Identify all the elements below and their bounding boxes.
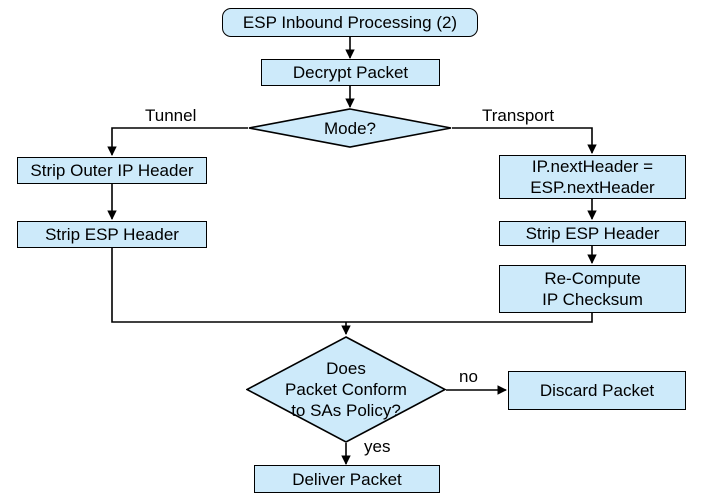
node-ip-nextheader-assign[interactable]: IP.nextHeader = ESP.nextHeader <box>499 155 686 199</box>
node-conform-decision[interactable]: Does Packet Conform to SAs Policy? <box>246 336 446 443</box>
edge-left-merge <box>111 248 346 323</box>
edge-label-transport: Transport <box>482 106 555 125</box>
node-strip-outer-ip-header[interactable]: Strip Outer IP Header <box>17 157 207 184</box>
node-conform-label: Does Packet Conform to SAs Policy? <box>285 359 407 420</box>
edge-right-merge <box>346 313 593 323</box>
edge-label-tunnel: Tunnel <box>145 106 197 125</box>
node-strip-esp-header-right[interactable]: Strip ESP Header <box>499 221 686 246</box>
edge-label-yes: yes <box>364 437 391 456</box>
node-start-terminator[interactable]: ESP Inbound Processing (2) <box>222 8 478 37</box>
mode-diamond-shape <box>248 108 452 148</box>
node-mode-label: Mode? <box>324 118 376 138</box>
node-strip-esp-header-left[interactable]: Strip ESP Header <box>17 221 207 248</box>
node-decrypt-packet[interactable]: Decrypt Packet <box>261 59 440 86</box>
node-mode-decision[interactable]: Mode? <box>248 108 452 148</box>
edge-mode-transport <box>452 127 597 154</box>
node-discard-packet[interactable]: Discard Packet <box>508 371 686 410</box>
conform-diamond-shape <box>246 336 446 443</box>
node-recompute-ip-checksum[interactable]: Re-Compute IP Checksum <box>499 265 686 313</box>
edge-label-no: no <box>459 367 478 386</box>
node-deliver-packet[interactable]: Deliver Packet <box>254 465 440 493</box>
edge-mode-tunnel <box>107 127 248 156</box>
